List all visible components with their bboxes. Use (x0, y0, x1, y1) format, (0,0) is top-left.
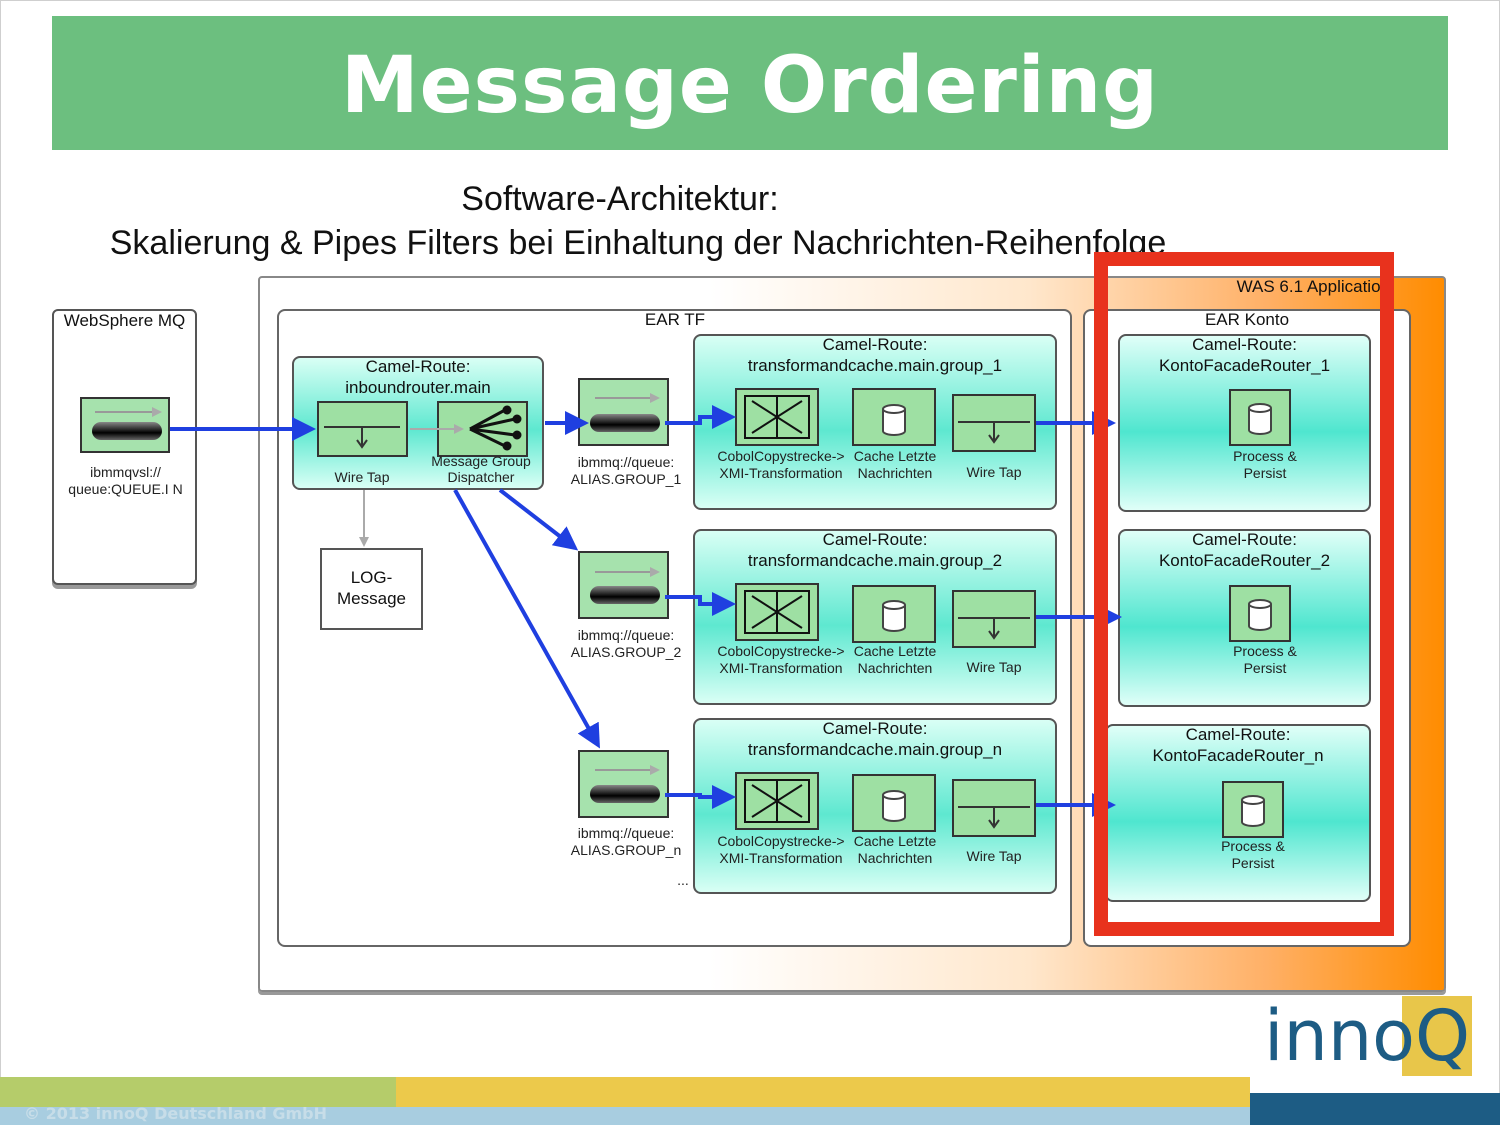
group-1-queue-label: ibmmq://queue: ALIAS.GROUP_1 (570, 454, 682, 487)
group-1-cache-label: Cache Letzte Nachrichten (853, 448, 937, 481)
konto-route-1-title-1: Camel-Route: (1192, 335, 1297, 354)
wire-tap-log-arrows (359, 424, 464, 547)
group-1-route-title-1: Camel-Route: (822, 335, 928, 354)
dispatcher-icon (469, 405, 522, 451)
subtitle-line-2: Skalierung & Pipes Filters bei Einhaltun… (109, 224, 1167, 262)
group-2-route-title-1: Camel-Route: (822, 530, 928, 549)
group-n-queue (578, 750, 669, 818)
innoq-logo: innoQ (1264, 996, 1470, 1076)
konto-2-process-label: Process & Persist (1233, 643, 1297, 676)
group-2-queue (578, 551, 669, 619)
footer-copyright: © 2013 innoQ Deutschland GmbH (24, 1104, 328, 1123)
message-flow-arrows (170, 405, 1122, 817)
group-n-wire-tap-label: Wire Tap (966, 848, 1022, 864)
konto-route-2-title-2: KontoFacadeRouter_2 (1158, 551, 1331, 570)
group-2-cache-label: Cache Letzte Nachrichten (853, 643, 937, 676)
highlight-frame (1094, 252, 1394, 936)
group-2-wire-tap-label: Wire Tap (966, 659, 1022, 675)
log-message-box (320, 548, 423, 630)
group-1-queue-pipe-icon (590, 414, 660, 432)
websphere-mq-label: WebSphere MQ (63, 311, 186, 330)
group-n-transform-label: CobolCopystrecke-> XMI-Transformation (717, 833, 845, 866)
wire-tap-icon (324, 421, 1030, 829)
konto-route-n-title-2: KontoFacadeRouter_n (1152, 746, 1324, 765)
logo-q-background (1402, 996, 1472, 1076)
slide-title: Message Ordering (341, 41, 1159, 131)
group-2-queue-label: ibmmq://queue: ALIAS.GROUP_2 (570, 627, 682, 660)
dispatcher-label: Message Group Dispatcher (431, 453, 531, 485)
group-n-route-title-1: Camel-Route: (822, 719, 928, 738)
websphere-queue-label: ibmmqvsl:// queue:QUEUE.I N (68, 464, 183, 497)
group-1-transform-label: CobolCopystrecke-> XMI-Transformation (717, 448, 845, 481)
group-2-route-title-2: transformandcache.main.group_2 (747, 551, 1003, 570)
konto-route-1-title-2: KontoFacadeRouter_1 (1158, 356, 1331, 375)
ear-konto-label: EAR Konto (1204, 310, 1290, 329)
group-n-queue-pipe-icon (590, 785, 660, 803)
group-n-queue-label: ibmmq://queue: ALIAS.GROUP_n (570, 825, 682, 858)
log-message-label: LOG-Message (337, 568, 406, 608)
group-n-cache-label: Cache Letzte Nachrichten (853, 833, 937, 866)
group-1-route-title-2: transformandcache.main.group_1 (747, 356, 1003, 375)
queue-flow-arrows (95, 393, 660, 775)
footer-green-band (0, 1077, 396, 1107)
footer-yellow-band (396, 1077, 1250, 1107)
footer-blue-band (0, 1107, 1250, 1125)
group-ellipsis: ... (677, 872, 689, 888)
was-application-label: WAS 6.1 Application (1236, 277, 1390, 296)
subtitle-line-1: Software-Architektur: (461, 180, 779, 218)
konto-route-2-title-1: Camel-Route: (1192, 530, 1297, 549)
logo-q: Q (1415, 995, 1471, 1077)
websphere-queue-pipe-icon (92, 422, 162, 440)
logo-prefix: inno (1264, 995, 1416, 1077)
group-1-wire-tap-label: Wire Tap (966, 464, 1022, 480)
group-n-route-title-2: transformandcache.main.group_n (747, 740, 1003, 759)
group-2-transform-label: CobolCopystrecke-> XMI-Transformation (717, 643, 845, 676)
footer-dark-band (1250, 1093, 1500, 1125)
group-1-queue (578, 378, 669, 446)
konto-1-process-label: Process & Persist (1233, 448, 1297, 481)
ear-tf-label: EAR TF (644, 310, 706, 329)
konto-n-process-label: Process & Persist (1221, 838, 1285, 871)
database-icon (882, 403, 1272, 827)
inbound-wire-tap-label: Wire Tap (334, 469, 390, 485)
group-2-queue-pipe-icon (590, 586, 660, 604)
inbound-route-title-2: inboundrouter.main (345, 378, 491, 397)
konto-route-n-title-1: Camel-Route: (1185, 725, 1291, 744)
transform-icon (744, 395, 810, 823)
title-bar: Message Ordering (52, 16, 1448, 150)
konto-1-process (1229, 389, 1291, 446)
inbound-route-title-1: Camel-Route: (365, 357, 471, 376)
